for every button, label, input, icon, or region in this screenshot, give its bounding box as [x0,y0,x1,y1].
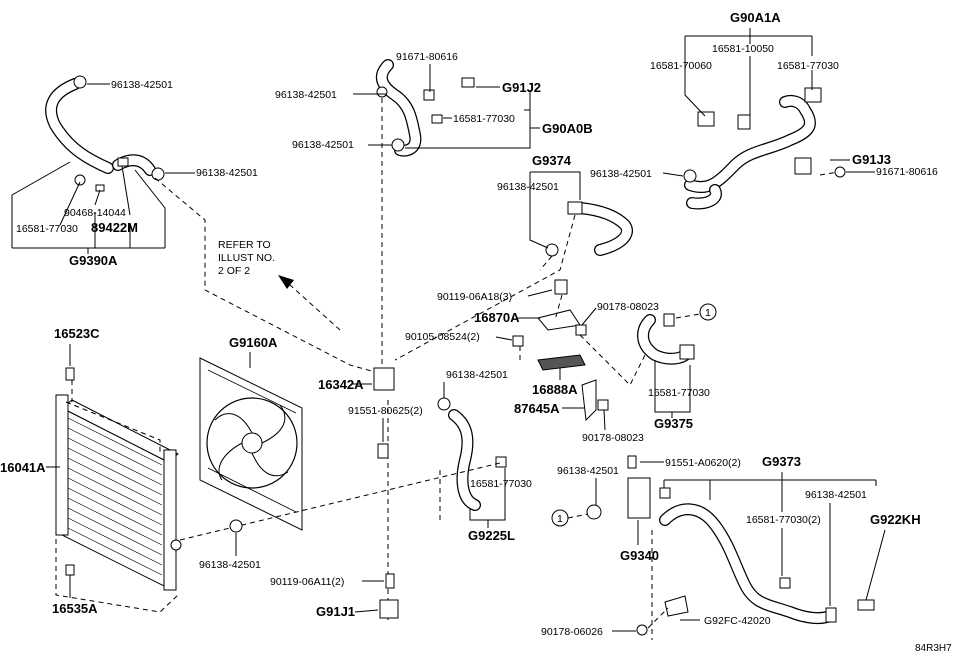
label-91671-80616: 91671-80616 [876,166,938,178]
label-16581-77030: 16581-77030 [16,223,78,235]
label-16581-77030: 16581-77030 [453,113,515,125]
bolt-part [385,573,395,589]
label-91551-80625: 91551-80625(2) [348,405,423,417]
refer-note-line2: ILLUST NO. [218,252,275,264]
hose-g9375 [637,313,695,365]
refer-note: REFER TO [218,239,271,251]
bracket-g91j1 [379,599,399,619]
hose-g9373 [586,455,875,636]
label-91551-a0620: 91551-A0620(2) [665,457,741,469]
label-g91j1: G91J1 [316,604,355,619]
label-16041a: 16041A [0,460,46,475]
label-90119-06a18: 90119-06A18(3) [437,291,512,303]
label-96138-42501: 96138-42501 [199,559,261,571]
refer-arrow-icon [278,275,294,289]
label-91671-80616: 91671-80616 [396,51,458,63]
label-g922kh: G922KH [870,512,921,527]
label-16581-77030: 16581-77030 [470,478,532,490]
hose-g90a1a [683,87,846,210]
radiator-16041a [55,367,182,591]
label-g91j2: G91J2 [502,80,541,95]
label-16535a: 16535A [52,601,98,616]
label-16523c: 16523C [54,326,100,341]
label-g90a1a: G90A1A [730,10,781,25]
label-96138-42501: 96138-42501 [590,168,652,180]
label-g9375: G9375 [654,416,693,431]
label-g9374: G9374 [532,153,572,168]
label-16342a: 16342A [318,377,364,392]
label-90178-08023: 90178-08023 [597,301,659,313]
label-96138-42501: 96138-42501 [497,181,559,193]
label-96138-42501: 96138-42501 [196,167,258,179]
label-g9225l: G9225L [468,528,515,543]
label-90178-06026: 90178-06026 [541,626,603,638]
label-16888a: 16888A [532,382,578,397]
ref-circle-1 [699,303,717,321]
illustration-code: 84R3H7 [915,643,952,654]
label-16581-77030-2: 16581-77030(2) [746,514,821,526]
label-90119-06a11: 90119-06A11(2) [270,576,344,588]
hose-g90a0b [375,59,475,157]
fan-shroud-g9160a [199,357,303,531]
refer-note-line3: 2 OF 2 [218,265,250,277]
bracket-16870a [512,279,609,422]
ref-1: 1 [557,513,563,525]
label-g9390a: G9390A [69,253,118,268]
label-16581-77030: 16581-77030 [648,387,710,399]
label-g91j3: G91J3 [852,152,891,167]
label-16581-10050: 16581-10050 [712,43,774,55]
label-g9160a: G9160A [229,335,278,350]
hose-g9374 [545,201,633,257]
label-16581-70060: 16581-70060 [650,60,712,72]
ref-1: 1 [705,307,711,319]
label-96138-42501: 96138-42501 [557,465,619,477]
thermostat-16342a [373,367,451,459]
label-16581-77030: 16581-77030 [777,60,839,72]
label-87645a: 87645A [514,401,560,416]
label-96138-42501: 96138-42501 [446,369,508,381]
hose-g9390a [45,75,165,192]
label-96138-42501: 96138-42501 [275,89,337,101]
label-g9373: G9373 [762,454,801,469]
label-g92fc-42020: G92FC-42020 [704,615,771,627]
label-16870a: 16870A [474,310,520,325]
label-g90a0b: G90A0B [542,121,593,136]
label-89422m: 89422M [91,220,138,235]
label-96138-42501: 96138-42501 [111,79,173,91]
label-90105-08524: 90105-08524(2) [405,331,480,343]
label-96138-42501: 96138-42501 [805,489,867,501]
label-96138-42501: 96138-42501 [292,139,354,151]
label-90178-08023: 90178-08023 [582,432,644,444]
hose-g9225l [448,409,507,511]
label-g9340: G9340 [620,548,659,563]
